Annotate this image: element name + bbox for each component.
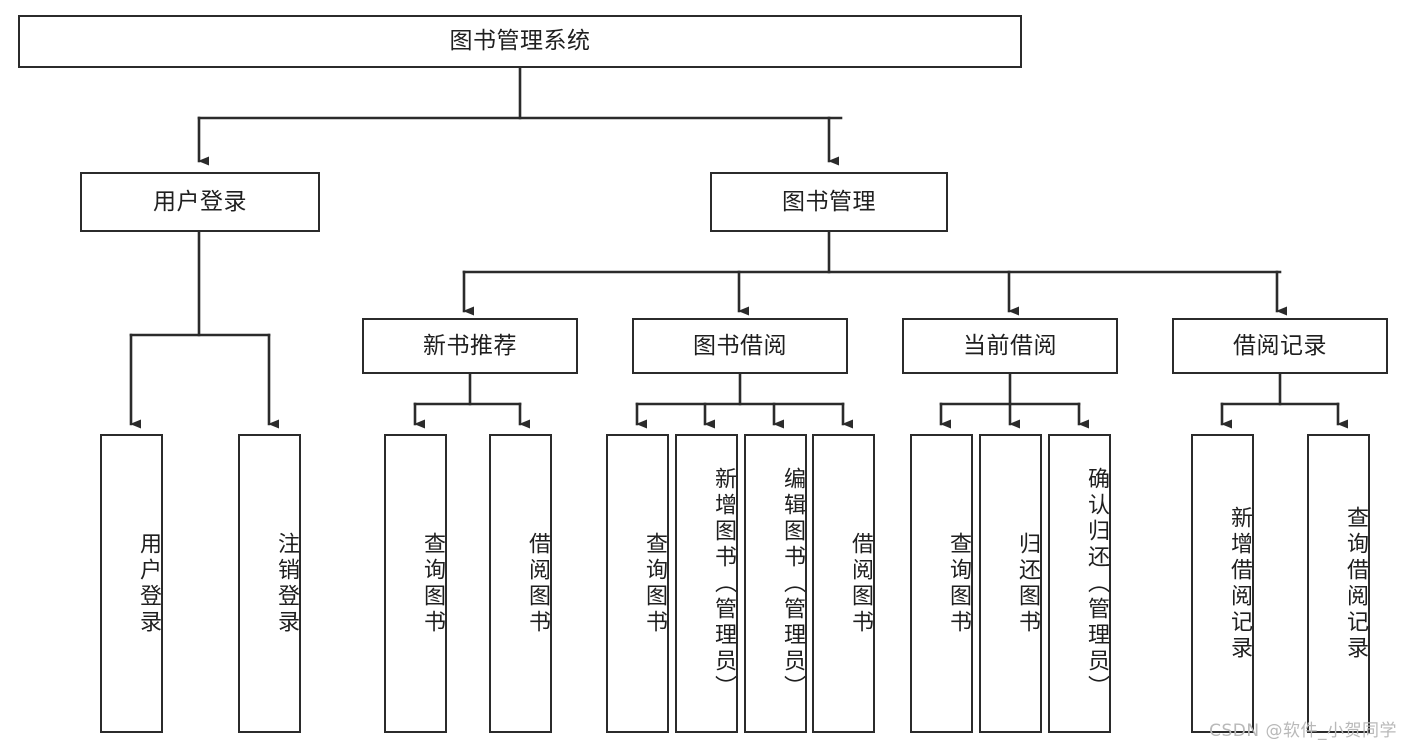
node-leaf-query-book-2-label: 查询图书 [642,531,667,636]
node-current-borrow[interactable]: 当前借阅 [902,318,1118,374]
edge-group-book-borrow [635,372,853,429]
node-leaf-return-book-label: 归还图书 [1015,531,1040,636]
node-leaf-logout-label: 注销登录 [274,531,299,636]
node-leaf-add-record-label: 新增借阅记录 [1227,505,1252,662]
edge-group-root [197,66,843,166]
edge-group-book-manage [462,230,1287,316]
node-leaf-confirm-return[interactable]: 确认归还（管理员） [1048,434,1111,733]
node-new-book-rec-label: 新书推荐 [423,332,517,359]
node-book-manage[interactable]: 图书管理 [710,172,948,232]
node-borrow-record-label: 借阅记录 [1233,332,1327,359]
edge-group-borrow-record [1220,372,1348,429]
node-leaf-borrow-book-1-label: 借阅图书 [525,531,550,636]
node-current-borrow-label: 当前借阅 [963,332,1057,359]
node-leaf-add-book-label: 新增图书（管理员） [711,466,736,701]
node-leaf-borrow-book-2-label: 借阅图书 [848,531,873,636]
node-book-borrow-label: 图书借阅 [693,332,787,359]
node-leaf-user-login-label: 用户登录 [136,531,161,636]
node-root[interactable]: 图书管理系统 [18,15,1022,68]
node-leaf-query-book-1-label: 查询图书 [420,531,445,636]
csdn-watermark: CSDN @软件_小贺同学 [1209,721,1397,741]
node-leaf-edit-book[interactable]: 编辑图书（管理员） [744,434,807,733]
node-leaf-edit-book-label: 编辑图书（管理员） [780,466,805,701]
edge-group-new-book-rec [413,372,530,429]
edge-group-user-login [129,230,279,429]
node-leaf-query-book-2[interactable]: 查询图书 [606,434,669,733]
node-leaf-query-book-3[interactable]: 查询图书 [910,434,973,733]
node-leaf-query-book-3-label: 查询图书 [946,531,971,636]
node-leaf-borrow-book-2[interactable]: 借阅图书 [812,434,875,733]
node-leaf-borrow-book-1[interactable]: 借阅图书 [489,434,552,733]
node-root-label: 图书管理系统 [449,28,591,55]
node-leaf-add-book[interactable]: 新增图书（管理员） [675,434,738,733]
node-leaf-return-book[interactable]: 归还图书 [979,434,1042,733]
edge-group-current-borrow [939,372,1089,429]
node-leaf-add-record[interactable]: 新增借阅记录 [1191,434,1254,733]
node-book-manage-label: 图书管理 [782,188,876,215]
node-leaf-query-record-label: 查询借阅记录 [1343,505,1368,662]
node-new-book-rec[interactable]: 新书推荐 [362,318,578,374]
node-user-login-label: 用户登录 [153,188,247,215]
node-leaf-user-login[interactable]: 用户登录 [100,434,163,733]
node-leaf-confirm-return-label: 确认归还（管理员） [1084,466,1109,701]
node-borrow-record[interactable]: 借阅记录 [1172,318,1388,374]
node-leaf-logout[interactable]: 注销登录 [238,434,301,733]
node-leaf-query-book-1[interactable]: 查询图书 [384,434,447,733]
node-leaf-query-record[interactable]: 查询借阅记录 [1307,434,1370,733]
node-book-borrow[interactable]: 图书借阅 [632,318,848,374]
node-user-login[interactable]: 用户登录 [80,172,320,232]
